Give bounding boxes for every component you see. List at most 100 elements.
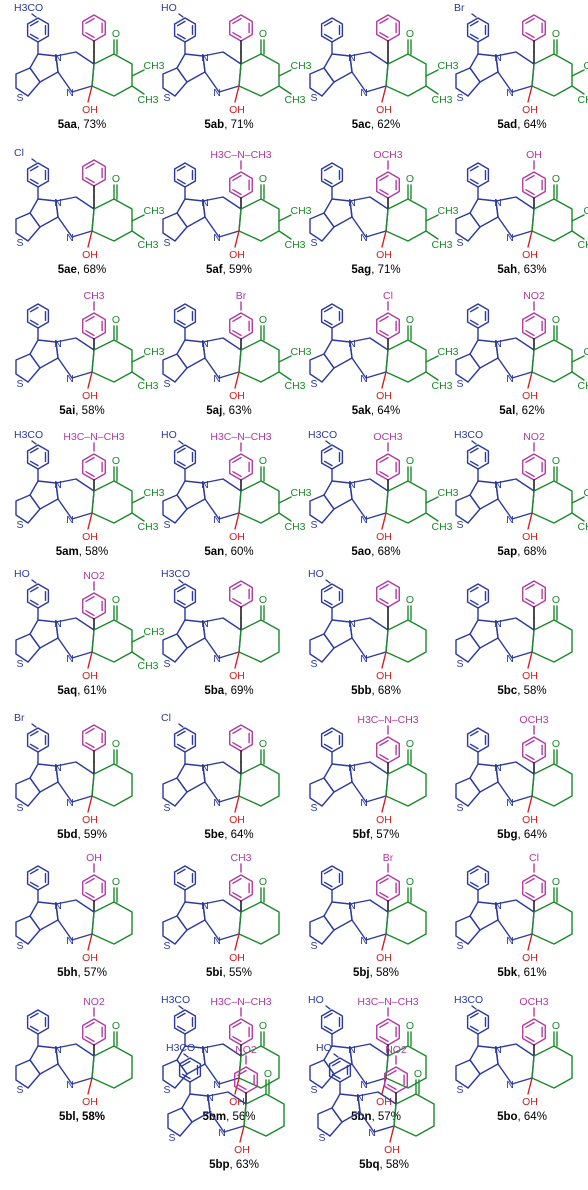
n-atom: N [66, 514, 74, 526]
carbonyl-o: O [406, 314, 414, 326]
upper-aryl-ring [82, 724, 106, 752]
carbonyl-o: O [264, 1068, 272, 1080]
imidazole-ring [29, 763, 59, 793]
s-atom: S [310, 658, 317, 670]
n-atom: N [360, 653, 368, 665]
upper-aryl-ring [522, 874, 546, 902]
carbonyl-o: O [552, 314, 560, 326]
hydroxyl-label: OH [376, 531, 392, 543]
thiazole-ring [455, 494, 481, 524]
imidazole-ring [176, 480, 206, 510]
compound-caption: 5ah, 63% [497, 264, 546, 276]
hydroxyl-label: OH [234, 1144, 250, 1156]
s-atom: S [163, 658, 170, 670]
left-aryl-ring [320, 583, 344, 609]
s-atom: S [456, 237, 463, 249]
methyl: CH3 [437, 487, 458, 499]
left-aryl-ring [466, 727, 490, 753]
n-atom: N [201, 197, 209, 209]
compound-id: 5af [206, 264, 223, 276]
s-atom: S [456, 658, 463, 670]
n-atom: N [213, 373, 221, 385]
carbonyl-o: O [259, 173, 267, 185]
imidazole-ring [331, 1093, 361, 1123]
hydroxyl-label: OH [376, 104, 392, 116]
compound-id: 5aj [206, 405, 222, 417]
compound-id: 5ad [497, 119, 517, 131]
compound-id: 5bk [497, 967, 517, 979]
compound-caption: 5bl, 58% [59, 1111, 105, 1123]
s-atom: S [456, 940, 463, 952]
cyclohexanone-ring [91, 339, 133, 383]
s-atom: S [16, 940, 23, 952]
methyl: CH3 [577, 94, 588, 106]
n-atom: N [360, 87, 368, 99]
compound-id: 5ag [351, 264, 371, 276]
compound-caption: 5aa, 73% [58, 119, 107, 131]
carbonyl-o: O [259, 1020, 267, 1032]
n-atom: N [360, 1079, 368, 1091]
hydroxyl-label: OH [229, 531, 245, 543]
upper-aryl-ring [82, 1018, 106, 1046]
compound-caption: 5bq, 58% [359, 1159, 409, 1171]
s-atom: S [456, 802, 463, 814]
upper-aryl-ring [229, 724, 253, 752]
n-atom: N [213, 653, 221, 665]
upper-substituent: NO2 [235, 1044, 257, 1056]
n-atom: N [213, 797, 221, 809]
n-atom: N [348, 1044, 356, 1056]
n-atom: N [506, 653, 514, 665]
left-substituent: Cl [14, 147, 24, 159]
carbonyl-o: O [406, 455, 414, 467]
imidazole-ring [469, 619, 499, 649]
compound-caption: 5bo, 64% [497, 1111, 547, 1123]
n-atom: N [54, 479, 62, 491]
hydroxyl-label: OH [82, 1096, 98, 1108]
upper-substituent: OCH3 [519, 996, 548, 1008]
cyclohexanone-ring [238, 763, 280, 807]
left-aryl-ring [26, 17, 50, 43]
n-atom: N [66, 797, 74, 809]
n-atom: N [506, 87, 514, 99]
n-atom: N [494, 197, 502, 209]
cyclohexanone-ring [91, 53, 133, 97]
s-atom: S [310, 940, 317, 952]
methyl: CH3 [137, 239, 158, 251]
upper-substituent: OH [526, 149, 542, 161]
compound-yield: , 58% [380, 1159, 409, 1171]
cyclohexanone-ring [238, 198, 280, 242]
left-substituent: Br [14, 712, 25, 724]
thiazole-ring [309, 915, 335, 945]
hydroxyl-label: OH [522, 249, 538, 261]
hydroxyl-label: OH [82, 249, 98, 261]
hydroxyl-label: OH [522, 531, 538, 543]
upper-aryl-ring [522, 1018, 546, 1046]
cyclohexanone-ring [238, 480, 280, 524]
compound-caption: 5ba, 69% [204, 685, 253, 697]
left-substituent: H3CO [454, 429, 483, 441]
carbonyl-o: O [112, 1020, 120, 1032]
methyl: CH3 [583, 487, 588, 499]
n-atom: N [360, 797, 368, 809]
cyclohexanone-ring [385, 901, 427, 945]
compound-yield: , 61% [517, 967, 546, 979]
methyl: CH3 [143, 60, 164, 72]
compound-yield: , 64% [224, 829, 253, 841]
left-aryl-ring [320, 162, 344, 188]
compound-yield: , 64% [518, 1111, 547, 1123]
upper-aryl-ring [229, 312, 253, 340]
thiazole-ring [162, 1059, 188, 1089]
n-atom: N [201, 52, 209, 64]
compound-id: 5bq [359, 1159, 379, 1171]
n-atom: N [66, 373, 74, 385]
thiazole-ring [15, 494, 41, 524]
s-atom: S [456, 92, 463, 104]
imidazole-ring [323, 763, 353, 793]
n-atom: N [506, 797, 514, 809]
carbonyl-o: O [112, 173, 120, 185]
